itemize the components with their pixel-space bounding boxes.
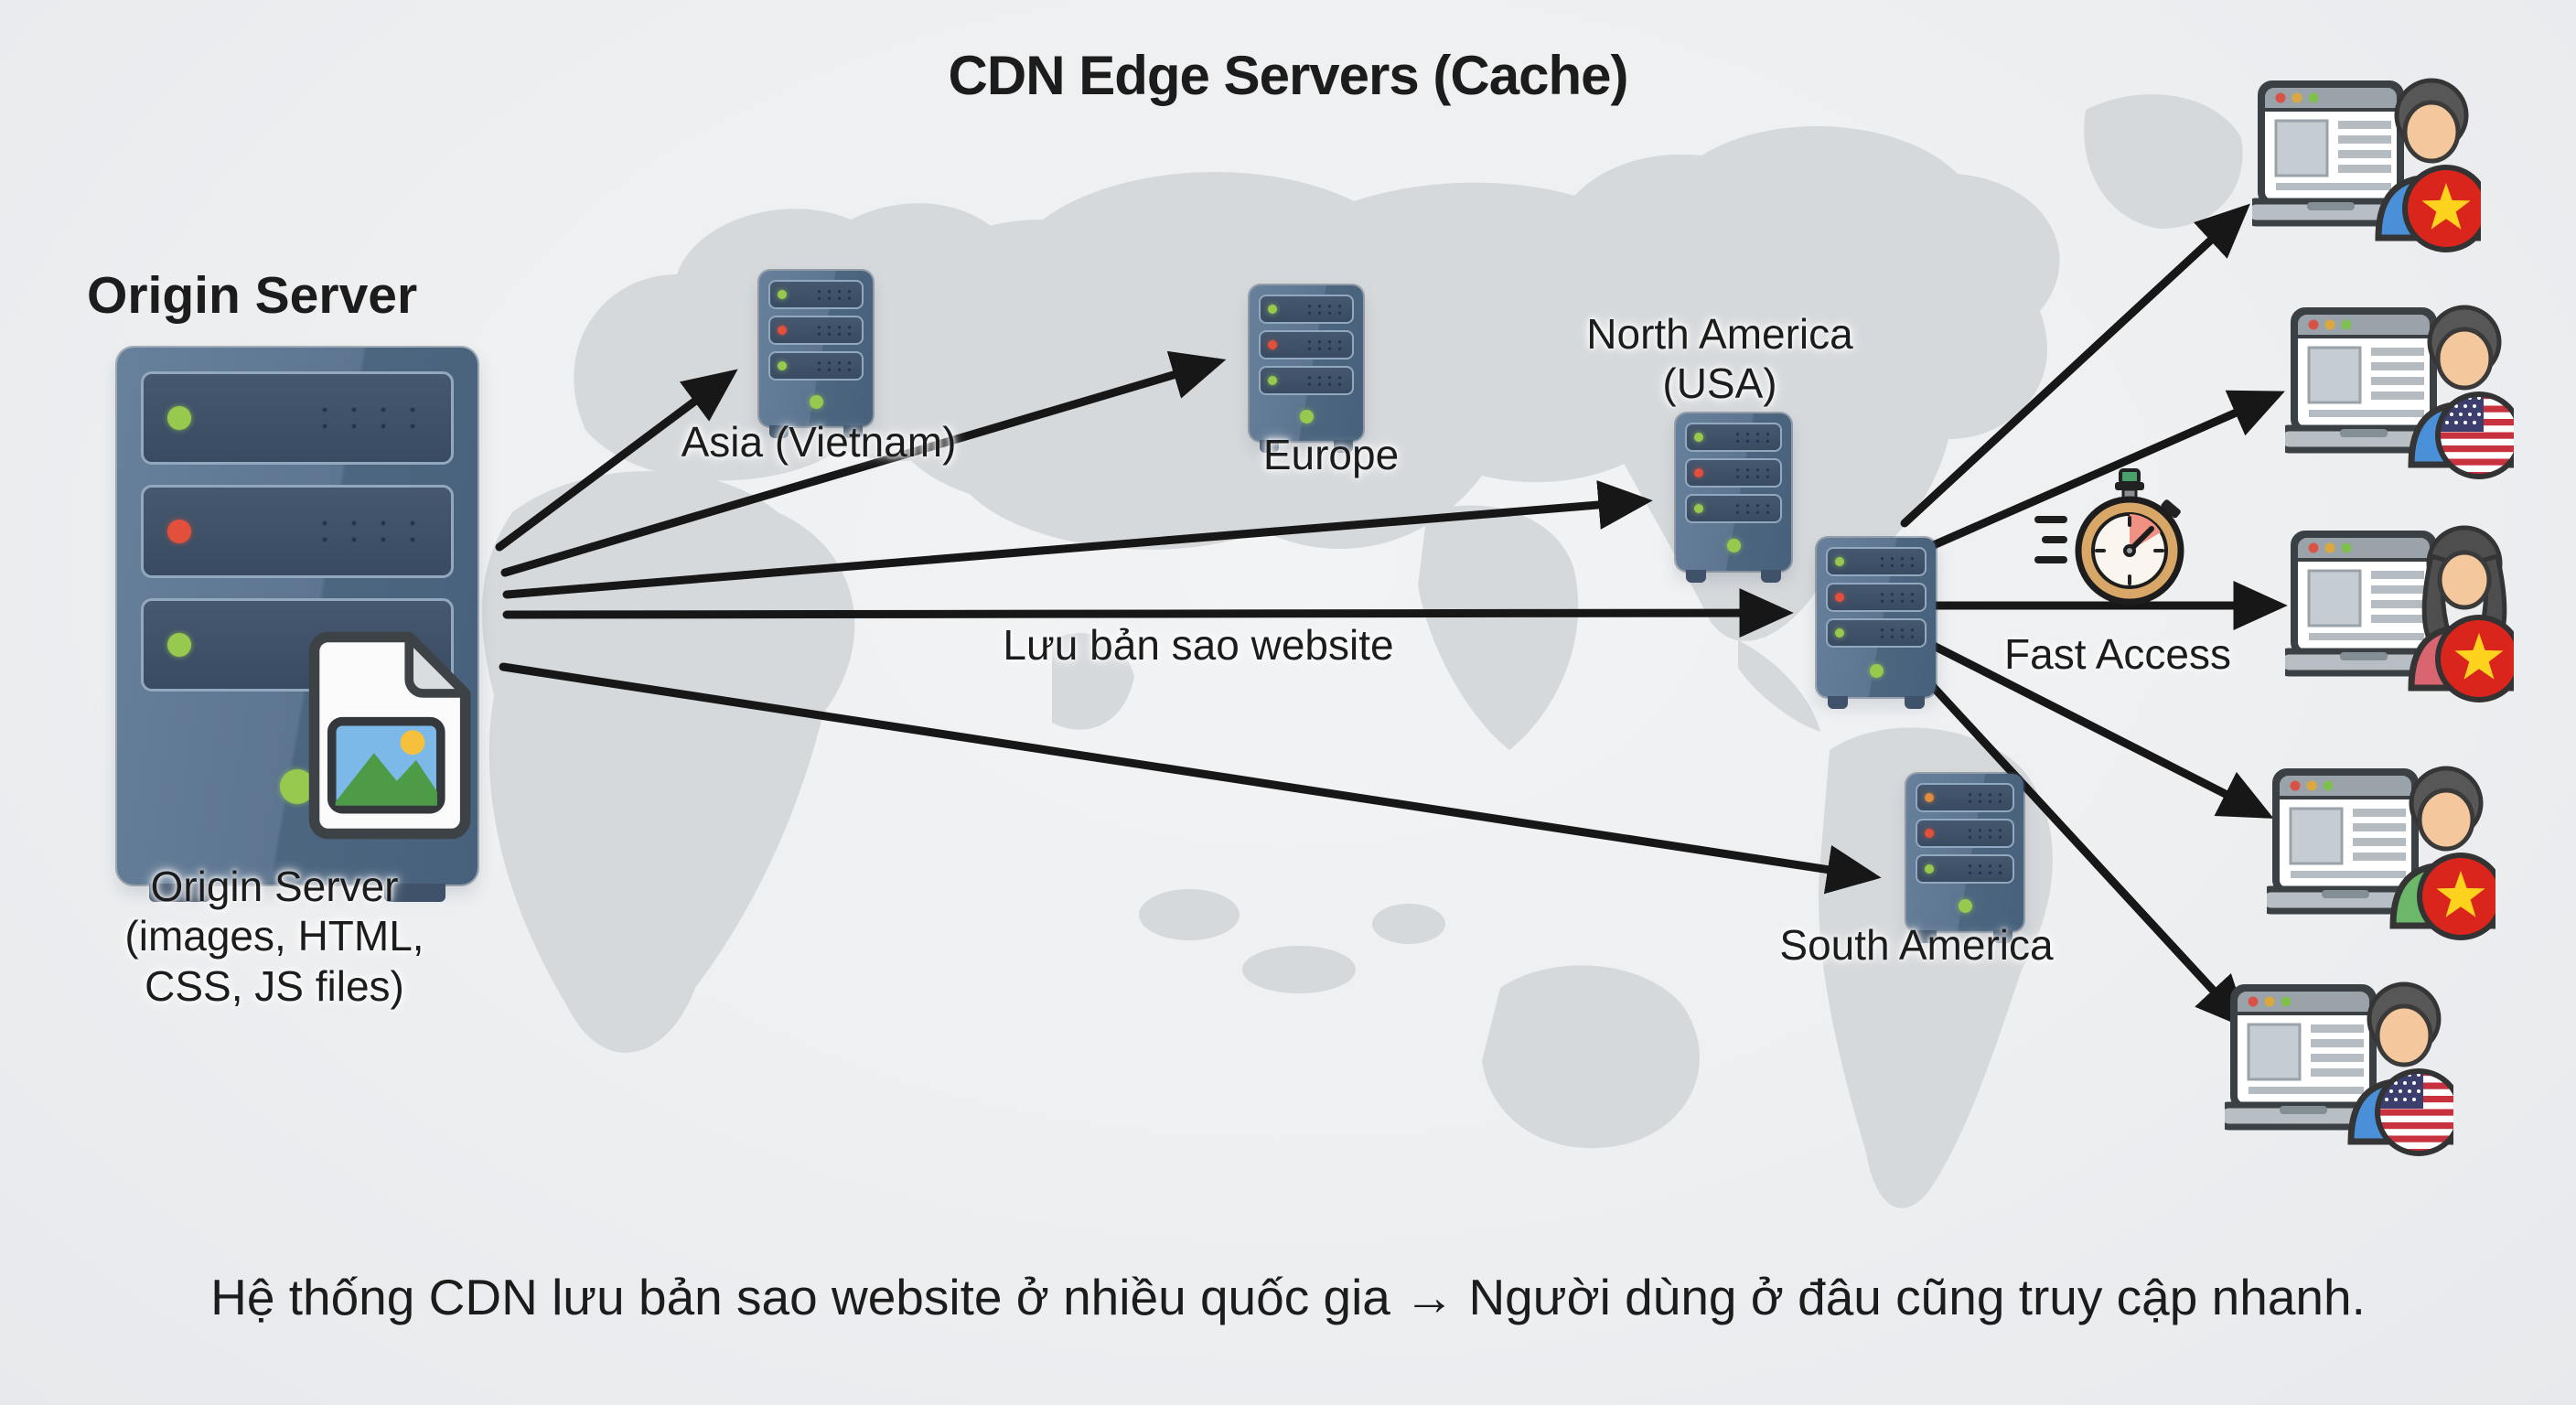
edge-server-central-hub-icon xyxy=(1817,538,1936,709)
user-2-usa xyxy=(2285,298,2514,486)
origin-caption-line-2: (images, HTML, xyxy=(124,912,424,960)
vent-dots xyxy=(310,515,427,548)
server-slot xyxy=(141,485,454,578)
label-europe: Europe xyxy=(1262,431,1400,478)
led-green xyxy=(167,406,191,430)
origin-server-heading: Origin Server xyxy=(87,266,418,325)
led-green xyxy=(167,633,191,657)
edge-server-asia-icon xyxy=(759,271,873,438)
arrow-hub-to-user-4 xyxy=(1918,636,2274,819)
arrow-origin-to-europe xyxy=(500,350,1227,577)
vietnam-flag-icon xyxy=(2438,617,2514,700)
label-north-america: North America (USA) xyxy=(1546,309,1894,409)
diagram-title: CDN Edge Servers (Cache) xyxy=(948,45,1629,106)
origin-caption-line-3: CSS, JS files) xyxy=(145,961,404,1010)
label-north-america-line-1: North America xyxy=(1586,310,1853,358)
edge-server-europe-icon xyxy=(1250,285,1363,453)
vent-dots xyxy=(310,402,427,434)
server-bay xyxy=(141,712,454,861)
edge-server-north-america-icon xyxy=(1676,413,1791,583)
footer-caption: Hệ thống CDN lưu bản sao website ở nhiều… xyxy=(210,1269,2366,1325)
user-3-vietnam xyxy=(2285,521,2514,709)
power-led xyxy=(280,768,315,804)
file-image-icon xyxy=(308,631,471,840)
server-slot xyxy=(141,371,454,465)
label-copy-website: Lưu bản sao website xyxy=(1003,621,1394,669)
arrow-hub-to-user-2 xyxy=(1916,390,2285,555)
edge-server-south-america-icon xyxy=(1906,774,2023,943)
label-fast-access: Fast Access xyxy=(2004,630,2231,678)
label-north-america-line-2: (USA) xyxy=(1662,359,1777,408)
stopwatch-icon xyxy=(2034,468,2184,606)
origin-server-caption: Origin Server (images, HTML, CSS, JS fil… xyxy=(64,862,485,1011)
label-south-america: South America xyxy=(1779,921,2054,969)
vietnam-flag-icon xyxy=(2420,855,2496,938)
led-red xyxy=(167,520,191,543)
origin-caption-line-1: Origin Server xyxy=(150,863,399,910)
speed-lines-icon xyxy=(2034,516,2067,563)
label-asia-vietnam: Asia (Vietnam) xyxy=(681,418,957,466)
user-1-vietnam xyxy=(2252,71,2481,259)
arrow-origin-to-north-america xyxy=(502,480,1653,599)
arrow-hub-to-user-5 xyxy=(1911,663,2250,1030)
arrow-origin-to-south-america xyxy=(499,662,1882,895)
arrow-hub-to-user-1 xyxy=(1900,203,2250,528)
arrow-origin-to-hub xyxy=(502,588,1794,638)
usa-flag-icon xyxy=(2436,392,2514,478)
vietnam-flag-icon xyxy=(2405,167,2481,250)
user-5-usa xyxy=(2225,975,2453,1163)
usa-flag-icon xyxy=(2376,1069,2453,1155)
user-4-vietnam xyxy=(2267,759,2496,947)
arrow-origin-to-asia xyxy=(495,369,738,552)
